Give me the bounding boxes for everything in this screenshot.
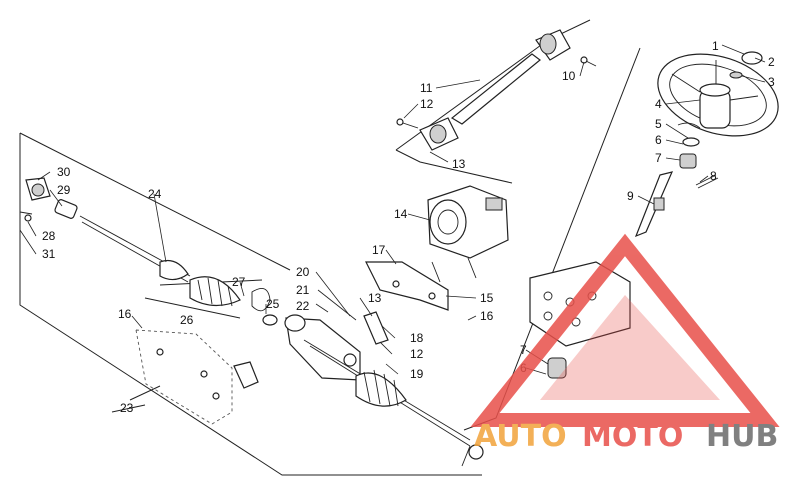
callout-2: 2 <box>768 55 775 69</box>
callout-7a: 7 <box>655 151 662 165</box>
callout-25: 25 <box>266 297 280 311</box>
callout-23: 23 <box>120 401 134 415</box>
eps-unit <box>427 185 509 283</box>
watermark: AUTO MOTO HUB <box>470 233 780 454</box>
callout-5: 5 <box>655 117 662 131</box>
callout-31: 31 <box>42 247 56 261</box>
callout-13a: 13 <box>452 157 466 171</box>
bracket-frame <box>111 385 161 413</box>
mount-bracket <box>363 261 449 345</box>
callout-11: 11 <box>420 81 433 95</box>
group-frames <box>19 19 641 476</box>
callout-21: 21 <box>296 283 310 297</box>
rack-boot-right <box>355 369 407 407</box>
watermark-hub: HUB <box>706 419 778 454</box>
callout-15: 15 <box>480 291 494 305</box>
tie-rod-left <box>19 177 191 283</box>
tie-rod-group-frame <box>19 132 482 476</box>
callout-16a: 16 <box>480 309 494 323</box>
callout-18: 18 <box>410 331 424 345</box>
callout-6a: 6 <box>655 133 662 147</box>
callout-20: 20 <box>296 265 310 279</box>
callouts: 1 2 3 4 5 6 7 8 9 10 11 12 13 14 17 15 1… <box>42 39 775 415</box>
callout-12b: 12 <box>410 347 424 361</box>
callout-19: 19 <box>410 367 424 381</box>
callout-16b: 16 <box>118 307 132 321</box>
horn-cap <box>741 51 763 65</box>
callout-7b: 7 <box>520 343 527 357</box>
watermark-moto: MOTO <box>582 419 683 454</box>
callout-8: 8 <box>710 169 717 183</box>
steering-wheel <box>657 51 779 137</box>
washer-stack <box>677 122 701 169</box>
upper-shaft-assembly <box>396 29 597 151</box>
callout-22: 22 <box>296 299 310 313</box>
spring-pin <box>695 174 719 189</box>
callout-9: 9 <box>627 189 634 203</box>
watermark-triangle-outer <box>470 233 780 427</box>
callout-28: 28 <box>42 229 56 243</box>
callout-30: 30 <box>57 165 71 179</box>
watermark-triangle-inner <box>540 295 720 400</box>
callout-4: 4 <box>655 97 662 111</box>
callout-3: 3 <box>768 75 775 89</box>
callout-24: 24 <box>148 187 162 201</box>
wheel-nut <box>729 71 743 79</box>
callout-12a: 12 <box>420 97 434 111</box>
callout-1: 1 <box>712 39 719 53</box>
mounting-plate <box>135 329 259 425</box>
callout-29: 29 <box>57 183 71 197</box>
callout-27: 27 <box>232 275 246 289</box>
callout-14: 14 <box>394 207 408 221</box>
callout-10: 10 <box>562 69 576 83</box>
watermark-auto: AUTO <box>474 419 567 454</box>
callout-17: 17 <box>372 243 386 257</box>
callout-13b: 13 <box>368 291 382 305</box>
boot-and-clamp-left <box>189 276 278 326</box>
callout-26: 26 <box>180 313 194 327</box>
